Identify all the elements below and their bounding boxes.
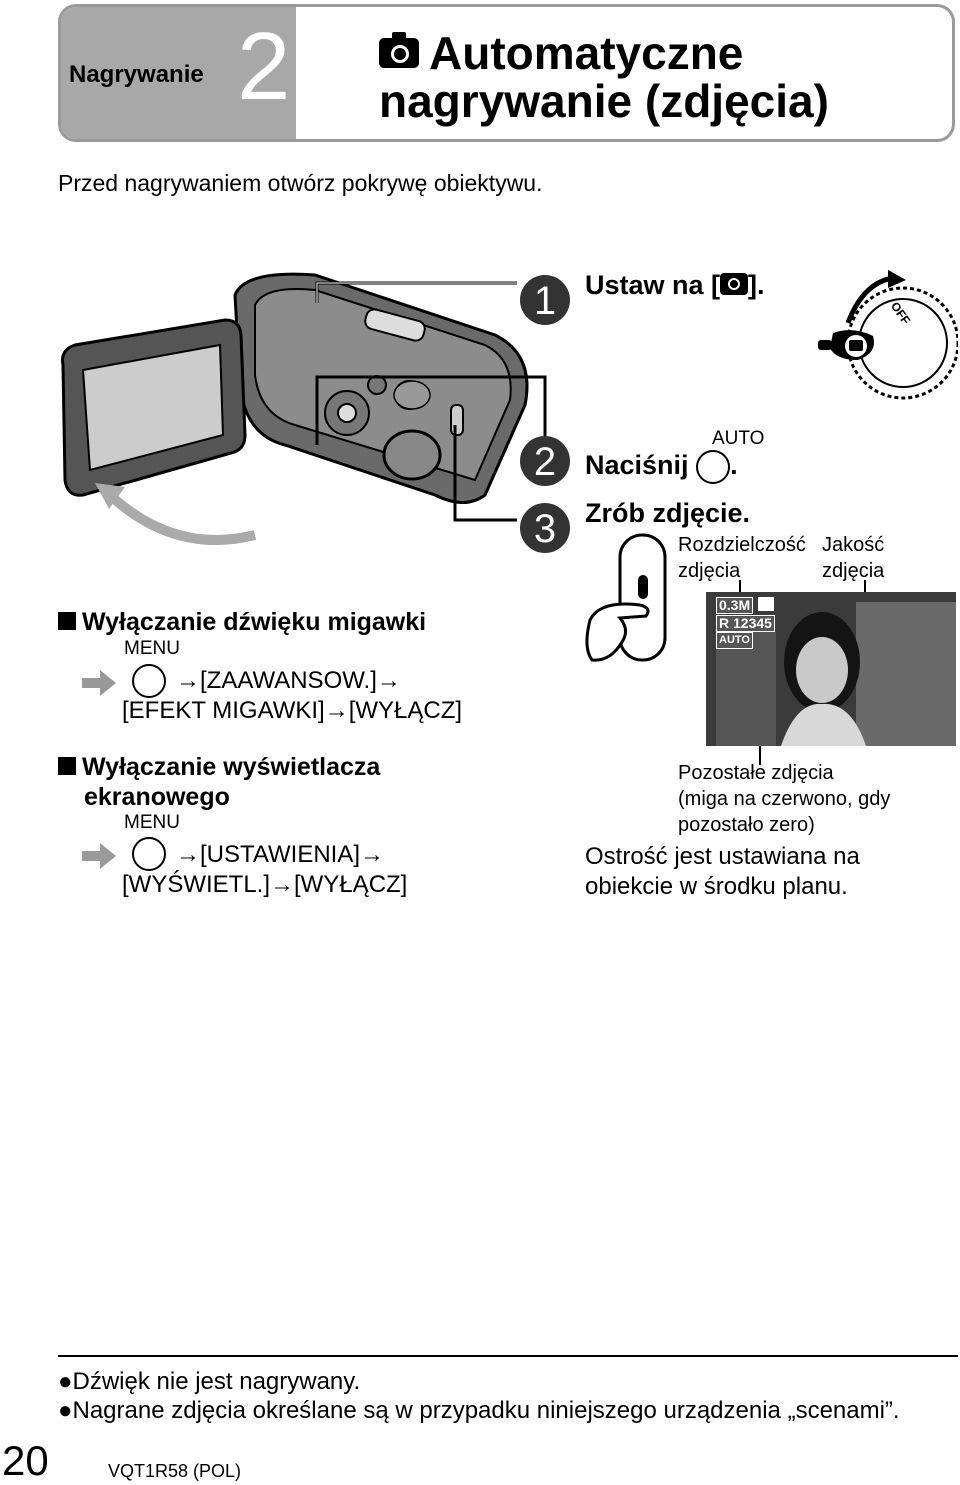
- step-3-text: Zrób zdjęcie.: [585, 498, 751, 528]
- shutter-sound-path-2: [EFEKT MIGAWKI]→[WYŁĄCZ]: [122, 697, 463, 724]
- header-tab: [61, 7, 296, 139]
- display-off-heading: Wyłączanie wyświetlacza ekranowego: [58, 752, 380, 812]
- square-bullet-icon: [58, 757, 76, 775]
- title-line1: Automatyczne: [429, 27, 744, 79]
- remaining-callout: Pozostałe zdjęcia (miga na czerwono, gdy…: [678, 762, 891, 836]
- resolution-callout: Rozdzielczość zdjęcia: [678, 534, 806, 582]
- osd-remaining: R 12345: [716, 615, 775, 632]
- step-2-number: 2: [520, 436, 570, 486]
- document-code: VQT1R58 (POL): [108, 1461, 242, 1481]
- quality-callout: Jakość zdjęcia: [822, 534, 885, 582]
- note-2: ●Nagrane zdjęcia określane są w przypadk…: [58, 1397, 900, 1424]
- title-line2: nagrywanie (zdjęcia): [379, 75, 829, 127]
- page-header: Nagrywanie 2 Automatyczne nagrywanie (zd…: [58, 4, 955, 142]
- section-label: Nagrywanie: [69, 61, 204, 88]
- auto-button-label: AUTO: [712, 428, 765, 449]
- step-1-text: Ustaw na [].: [585, 270, 765, 300]
- camera-mode-icon: [720, 272, 749, 295]
- auto-button-icon: [696, 450, 731, 484]
- arrow-right-icon: [82, 670, 116, 696]
- shutter-sound-path-1: →[ZAAWANSOW.]→: [176, 667, 401, 694]
- camera-icon: [379, 31, 419, 68]
- arrow-right-icon: [82, 843, 116, 869]
- osd-mode: AUTO: [716, 632, 753, 649]
- display-off-path-1: →[USTAWIENIA]→: [176, 841, 385, 868]
- step-2-text: Naciśnij .: [585, 450, 738, 484]
- shutter-sound-heading: Wyłączanie dźwięku migawki: [58, 608, 426, 637]
- focus-note: Ostrość jest ustawiana na obiekcie w śro…: [585, 843, 860, 900]
- step-3-number: 3: [520, 503, 570, 553]
- menu-button-icon: [132, 837, 166, 871]
- step-1-number: 1: [520, 275, 570, 325]
- note-1: ●Dźwięk nie jest nagrywany.: [58, 1368, 361, 1395]
- lcd-preview-image: 0.3M R 12345 AUTO: [706, 592, 956, 746]
- footer-divider: [58, 1355, 958, 1357]
- menu-button-label: MENU: [124, 638, 180, 659]
- menu-button-label: MENU: [124, 812, 180, 833]
- page-number: 20: [2, 1437, 49, 1484]
- intro-text: Przed nagrywaniem otwórz pokrywę obiekty…: [58, 170, 543, 196]
- square-bullet-icon: [58, 612, 76, 630]
- hand-pressing-shutter-illustration: [585, 533, 667, 662]
- osd-resolution: 0.3M: [716, 597, 754, 614]
- camcorder-illustration: [61, 272, 547, 545]
- menu-button-icon: [132, 664, 166, 698]
- dial-camera-icon: [849, 340, 863, 351]
- display-off-path-2: [WYŚWIETL.]→[WYŁĄCZ]: [122, 871, 408, 898]
- chapter-number: 2: [237, 13, 291, 120]
- mode-dial-illustration: OFF: [818, 270, 958, 400]
- page-title: Automatyczne nagrywanie (zdjęcia): [379, 29, 829, 125]
- quality-icon: [758, 597, 774, 611]
